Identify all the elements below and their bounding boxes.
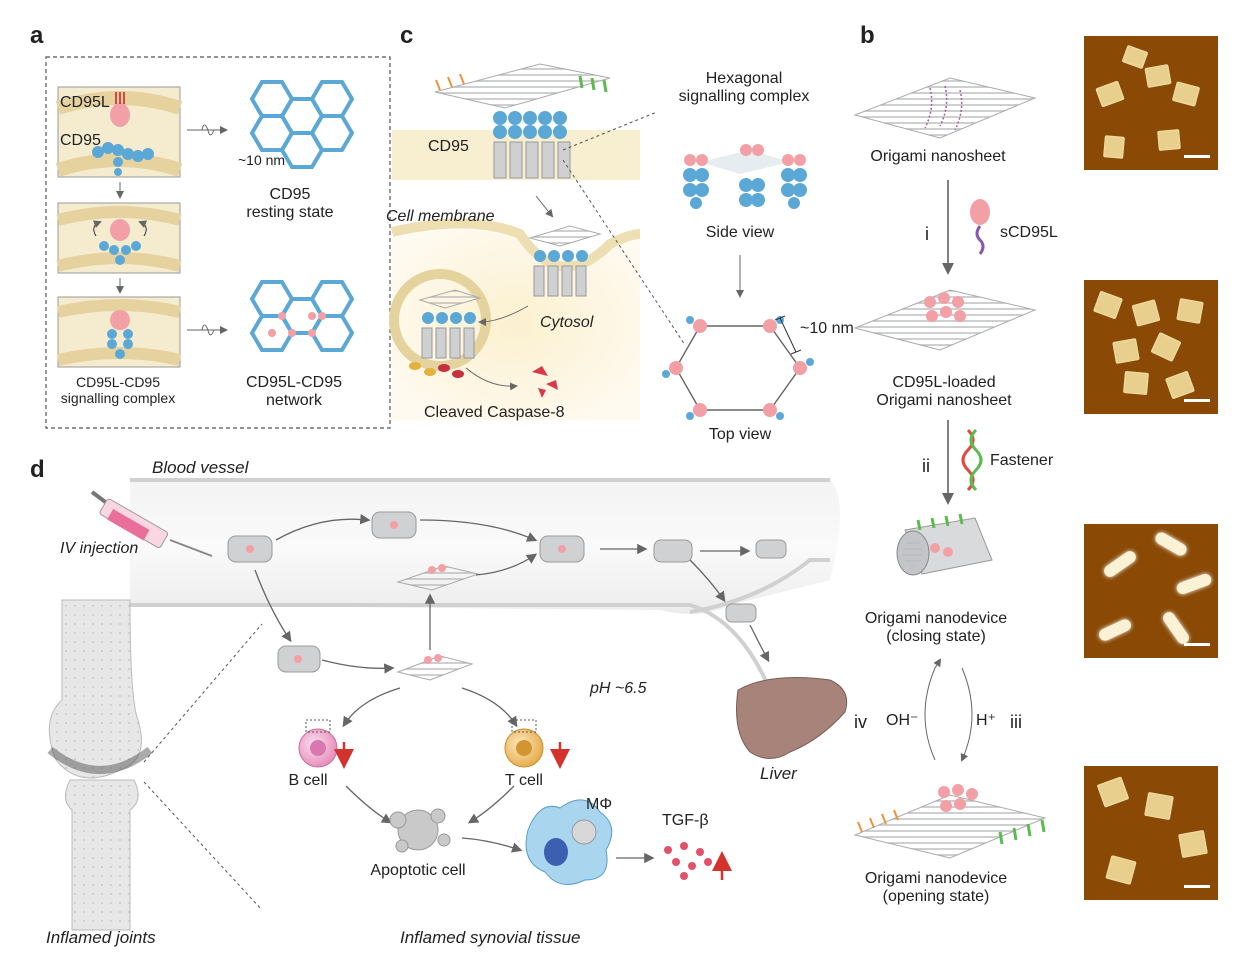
step-ii-label: ii — [922, 456, 930, 476]
cleaved-caspase-label: Cleaved Caspase-8 — [424, 404, 565, 421]
panel-c-artwork — [389, 63, 814, 420]
t-cell-label: T cell — [505, 772, 543, 789]
liver-label: Liver — [760, 764, 797, 783]
side-view-complex — [683, 144, 807, 209]
network-honeycomb — [249, 280, 355, 352]
ph-label: pH ~6.5 — [590, 680, 647, 697]
hexagonal-complex-label: Hexagonal signalling complex — [678, 70, 810, 106]
afm-image-closed-device — [1084, 524, 1218, 658]
apoptotic-cell-label: Apoptotic cell — [370, 862, 466, 879]
membrane-box-2 — [56, 202, 182, 274]
panel-label-c: c — [400, 22, 414, 49]
closing-state-label: Origami nanodevice (closing state) — [864, 610, 1008, 646]
blood-vessel-label: Blood vessel — [152, 458, 249, 477]
membrane-box-3 — [56, 296, 182, 368]
top-view-hexagon — [662, 315, 814, 420]
scale-bar — [1184, 643, 1210, 646]
afm-image-nanosheet — [1084, 36, 1218, 170]
iv-injection-label: IV injection — [60, 540, 139, 557]
cd95l-label: CD95L — [60, 94, 110, 111]
top-view-label: Top view — [708, 426, 772, 443]
step-i-label: i — [925, 224, 929, 244]
tgf-beta-label: TGF-β — [662, 812, 709, 829]
opening-state-label: Origami nanodevice (opening state) — [864, 870, 1008, 906]
inflamed-synovial-label: Inflamed synovial tissue — [400, 928, 581, 947]
membrane-box-1 — [55, 86, 183, 178]
panel-a-artwork — [45, 56, 391, 429]
macrophage-label: MΦ — [586, 796, 613, 813]
nanosheet-label: Origami nanosheet — [870, 148, 1006, 165]
macrophage-icon — [525, 799, 613, 885]
b-cell-label: B cell — [288, 772, 328, 789]
panel-d-artwork — [47, 478, 848, 931]
inflamed-joints-label: Inflamed joints — [46, 928, 156, 947]
fastener-label: Fastener — [990, 452, 1054, 469]
size-label-c: ~10 nm — [800, 320, 854, 337]
panel-label-d: d — [30, 456, 45, 483]
panel-label-a: a — [30, 22, 44, 49]
afm-image-loaded-nanosheet — [1084, 280, 1218, 414]
signalling-complex-label: CD95L-CD95 signalling complex — [60, 374, 176, 407]
loaded-nanosheet-label: CD95L-loaded Origami nanosheet — [876, 374, 1012, 410]
step-iii-label: iii — [1010, 712, 1022, 732]
step-iv-label: iv — [854, 712, 867, 732]
apoptotic-cell-icon — [389, 808, 451, 853]
syringe-icon — [90, 490, 213, 557]
side-view-label: Side view — [705, 224, 775, 241]
cd95-label: CD95 — [60, 132, 101, 149]
tgf-beta-dots — [664, 842, 712, 880]
cd95-membrane-label: CD95 — [428, 138, 469, 155]
scale-bar — [1184, 399, 1210, 402]
oh-label: OH⁻ — [886, 712, 919, 729]
liver-icon — [736, 677, 848, 759]
closed-nanodevice — [896, 513, 993, 576]
scale-bar — [1184, 155, 1210, 158]
knee-joint-icon — [47, 599, 153, 931]
cytosol-label: Cytosol — [540, 314, 594, 331]
fastener-icon — [961, 428, 983, 492]
size-label-a: ~10 nm — [238, 152, 286, 168]
h-label: H⁺ — [976, 712, 996, 729]
scd95l-label: sCD95L — [1000, 224, 1058, 241]
scale-bar — [1184, 885, 1210, 888]
resting-honeycomb — [249, 80, 355, 169]
afm-image-open-device — [1084, 766, 1218, 900]
resting-state-label: CD95 resting state — [246, 186, 334, 222]
network-label: CD95L-CD95 network — [245, 374, 343, 410]
cell-membrane-label: Cell membrane — [386, 208, 495, 225]
panel-b-artwork — [853, 77, 1047, 859]
scd95l-icon — [970, 199, 990, 255]
panel-label-b: b — [860, 22, 875, 49]
